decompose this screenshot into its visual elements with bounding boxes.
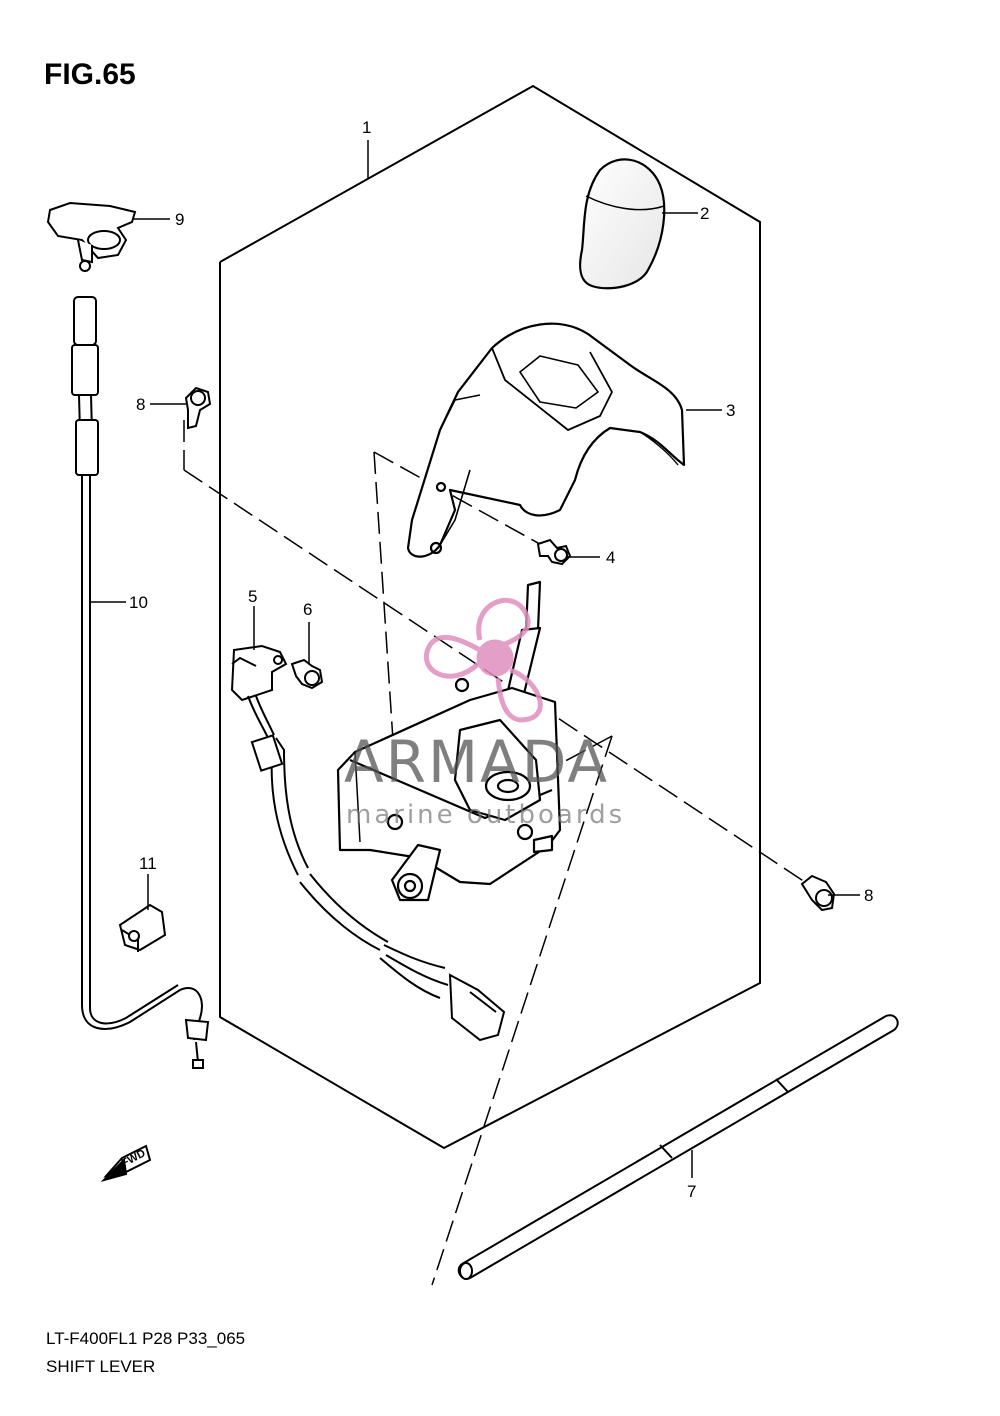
callout-9: 9 [175, 210, 184, 229]
callout-7: 7 [687, 1182, 696, 1201]
wire-harness [250, 734, 506, 1042]
watermark-brand: ARMADA [344, 728, 609, 796]
switch [230, 644, 288, 739]
figure-title: FIG.65 [44, 58, 136, 91]
callouts: 1 2 3 4 5 6 7 8 8 9 10 11 [129, 118, 873, 1201]
cover-bolt [536, 538, 572, 566]
clamp [118, 903, 167, 952]
callout-11: 11 [139, 854, 157, 873]
callout-8-lower: 8 [864, 886, 873, 905]
cable [71, 296, 210, 1069]
callout-10: 10 [129, 593, 148, 612]
callout-leaders [90, 140, 860, 1178]
figure-name: SHIFT LEVER [46, 1357, 156, 1376]
callout-3: 3 [726, 401, 735, 420]
fwd-arrow-icon: FWD [100, 1144, 152, 1182]
callout-1: 1 [362, 118, 371, 137]
shift-lever-mechanism [336, 580, 562, 902]
watermark-tagline: marine outboards [346, 800, 625, 830]
assembly-outline [219, 84, 761, 1150]
callout-2: 2 [700, 204, 709, 223]
propeller-icon [423, 597, 543, 723]
watermark-logo: ARMADA marine outboards [344, 597, 625, 830]
speed-sensor [46, 201, 137, 272]
callout-5: 5 [248, 587, 257, 606]
shift-rod [457, 1014, 899, 1280]
shift-cover [406, 322, 686, 558]
figure-code: LT-F400FL1 P28 P33_065 [46, 1329, 246, 1348]
callout-4: 4 [606, 548, 615, 567]
callout-6: 6 [303, 600, 312, 619]
callout-8-upper: 8 [136, 395, 145, 414]
bolt-upper [184, 386, 212, 430]
shift-knob [579, 158, 666, 290]
bolt-lower [800, 874, 836, 912]
switch-screw [290, 658, 324, 690]
